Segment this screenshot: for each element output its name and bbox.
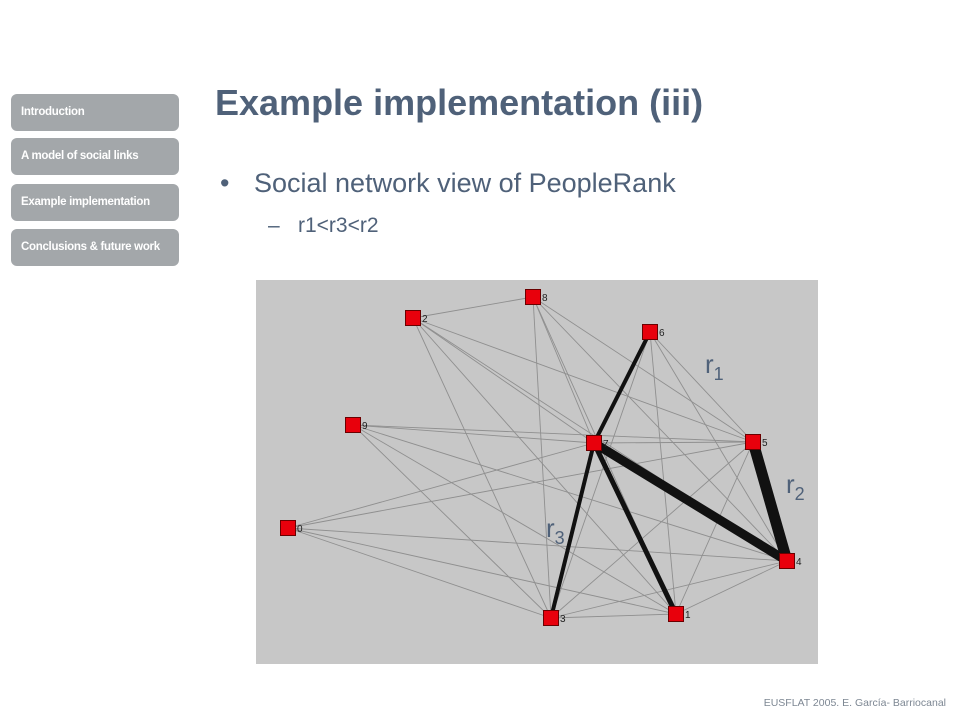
node-square-5	[745, 434, 761, 450]
thin-edge-0-4	[287, 527, 788, 562]
node-label-7: 7	[603, 439, 609, 450]
graph-node-3: 3	[543, 610, 566, 626]
bullet-text: Social network view of PeopleRank	[254, 168, 676, 198]
thin-edge-6-5	[649, 331, 754, 443]
thin-edge-2-8	[412, 296, 534, 319]
edge-label-r1: r1	[705, 349, 724, 384]
social-network-graph: 0 1 2 3 4 5 6 7 8 9 r1 r2 r3	[256, 280, 818, 664]
thick-edge-6-7	[592, 330, 652, 445]
bullet-item: • Social network view of PeopleRank	[220, 168, 676, 199]
thick-edge-7-1	[591, 440, 679, 617]
thin-edge-9-3	[352, 424, 552, 619]
thin-edge-8-4	[532, 296, 788, 562]
nav-item-label: Example implementation	[21, 196, 150, 208]
thin-edge-6-4	[649, 331, 788, 562]
thin-edge-2-7	[412, 317, 595, 444]
subbullet-item: –r1<r3<r2	[268, 214, 379, 238]
nav-item-label: Introduction	[21, 106, 85, 118]
node-label-1: 1	[685, 610, 691, 621]
node-square-3	[543, 610, 559, 626]
nav-item-example-implementation[interactable]: Example implementation	[11, 184, 179, 221]
edge-label-r2: r2	[786, 469, 805, 504]
thin-edge-7-5	[593, 441, 754, 444]
graph-node-8: 8	[525, 289, 548, 305]
nav-item-introduction[interactable]: Introduction	[11, 94, 179, 131]
graph-node-2: 2	[405, 310, 428, 326]
node-square-1	[668, 606, 684, 622]
node-square-8	[525, 289, 541, 305]
thin-edge-5-1	[675, 441, 754, 615]
nav-item-model-social-links[interactable]: A model of social links	[11, 138, 179, 175]
thin-edge-3-1	[550, 613, 677, 619]
thin-edge-4-3	[550, 560, 788, 619]
subbullet-marker: –	[268, 214, 280, 237]
node-square-9	[345, 417, 361, 433]
nav-item-conclusions[interactable]: Conclusions & future work	[11, 229, 179, 266]
graph-node-5: 5	[745, 434, 768, 450]
graph-node-6: 6	[642, 324, 665, 340]
node-square-0	[280, 520, 296, 536]
nav-item-label: Conclusions & future work	[21, 241, 160, 253]
thick-edges	[549, 330, 793, 620]
node-square-7	[586, 435, 602, 451]
subbullet-text: r1<r3<r2	[298, 214, 379, 237]
graph-node-9: 9	[345, 417, 368, 433]
thick-edge-7-4	[589, 438, 792, 566]
node-label-4: 4	[796, 557, 802, 568]
node-square-4	[779, 553, 795, 569]
thin-edge-9-5	[352, 424, 754, 443]
thin-edge-0-5	[287, 441, 754, 529]
thin-edge-9-4	[352, 424, 788, 562]
bullet-marker: •	[220, 168, 230, 198]
graph-node-4: 4	[779, 553, 802, 569]
node-square-6	[642, 324, 658, 340]
thin-edge-2-1	[412, 317, 677, 615]
thin-edge-2-5	[412, 317, 754, 443]
graph-node-0: 0	[280, 520, 303, 536]
thin-edge-6-3	[550, 331, 651, 619]
graph-nodes: 0 1 2 3 4 5 6 7 8 9	[280, 289, 802, 626]
thin-edge-9-7	[352, 424, 595, 444]
graph-node-1: 1	[668, 606, 691, 622]
node-label-3: 3	[560, 614, 566, 625]
thin-edge-0-1	[287, 527, 677, 615]
thin-edge-4-1	[675, 560, 788, 615]
nav-item-label: A model of social links	[21, 150, 139, 162]
thin-edge-9-1	[352, 424, 677, 615]
thin-edge-8-5	[532, 296, 754, 443]
edge-label-r3: r3	[546, 513, 565, 548]
thick-edge-7-3	[549, 441, 596, 620]
thin-edge-5-3	[550, 441, 754, 619]
node-label-9: 9	[362, 421, 368, 432]
thin-edge-0-7	[287, 442, 595, 529]
node-label-5: 5	[762, 438, 768, 449]
node-label-6: 6	[659, 328, 665, 339]
thin-edge-8-7	[532, 296, 595, 444]
graph-node-7: 7	[586, 435, 609, 451]
slide-title: Example implementation (iii)	[215, 82, 704, 123]
thin-edge-0-3	[287, 527, 552, 619]
thin-edge-2-3	[412, 317, 552, 619]
node-label-0: 0	[297, 524, 303, 535]
node-label-8: 8	[542, 293, 548, 304]
network-svg: 0 1 2 3 4 5 6 7 8 9 r1 r2 r3	[280, 289, 805, 626]
thick-edge-5-4	[747, 436, 793, 567]
thin-edge-6-1	[649, 331, 677, 615]
node-label-2: 2	[422, 314, 428, 325]
thin-edges	[287, 296, 788, 619]
node-square-2	[405, 310, 421, 326]
footer-credit: EUSFLAT 2005. E. García- Barriocanal	[763, 697, 946, 709]
